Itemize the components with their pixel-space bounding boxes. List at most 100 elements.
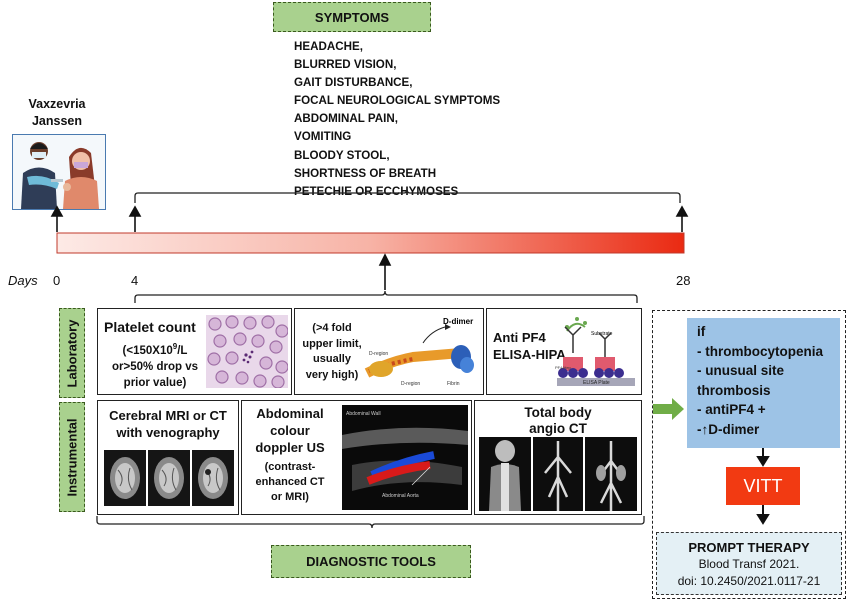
brain-mri-images	[104, 450, 234, 506]
doppler-subtitle: (contrast- enhanced CT or MRI)	[250, 460, 330, 505]
day-tick-0: 0	[53, 273, 61, 288]
therapy-ref-2: doi: 10.2450/2021.0117-21	[677, 574, 821, 588]
vitt-outcome-panel	[652, 310, 846, 599]
ddimer-line2: upper limit,	[302, 337, 362, 350]
instrumental-row-label: Instrumental	[59, 402, 85, 512]
flow-arrows	[756, 447, 770, 525]
mri-panel: Cerebral MRI or CT with venography	[97, 400, 239, 515]
symptom-item: FOCAL NEUROLOGICAL SYMPTOMS	[294, 94, 501, 108]
mri-line2: with venography	[116, 425, 220, 440]
laboratory-row-label: Laboratory	[59, 308, 85, 398]
ddimer-line1: (>4 fold	[312, 322, 352, 334]
platelet-line2: or>50% drop vs	[112, 360, 198, 373]
criteria-1: - thrombocytopenia	[697, 343, 824, 359]
platelet-criteria: (<150X109/L or>50% drop vs prior value)	[102, 339, 208, 391]
instrumental-text: Instrumental	[64, 417, 80, 497]
ultrasound-image: Abdominal Wall Abdominal Aorta	[342, 405, 468, 510]
doppler-line5: enhanced CT	[255, 476, 325, 488]
timeline-bar	[56, 232, 685, 254]
platelet-line3: prior value)	[123, 376, 187, 389]
therapy-box: PROMPT THERAPY Blood Transf 2021. doi: 1…	[656, 532, 842, 595]
doppler-line2: colour	[270, 423, 310, 438]
ddimer-line4: very high)	[305, 368, 359, 381]
laboratory-text: Laboratory	[64, 319, 80, 387]
ddimer-panel: (>4 fold upper limit, usually very high)…	[294, 308, 484, 395]
criteria-if: if	[697, 324, 706, 339]
green-arrow-icon	[653, 398, 684, 420]
elisa-substrate: Substrate	[591, 331, 613, 337]
angio-line1: Total body	[524, 405, 592, 420]
vitt-box: VITT	[726, 467, 800, 505]
platelet-smear-image	[206, 315, 288, 388]
doppler-line3: doppler US	[255, 440, 325, 455]
criteria-4-prefix: -	[697, 421, 702, 437]
diagnostic-tools-box: DIAGNOSTIC TOOLS	[271, 545, 471, 578]
criteria-4: -↑D-dimer	[697, 420, 840, 440]
ddimer-molecule-image: D-dimer D-region D-region Fibrin	[364, 317, 474, 387]
doppler-panel: Abdominal colour doppler US (contrast- e…	[241, 400, 472, 515]
vaccine-name-1: Vaxzevria	[28, 97, 86, 111]
diagnostics-bracket	[134, 290, 638, 303]
therapy-title: PROMPT THERAPY	[688, 540, 810, 555]
symptoms-header: SYMPTOMS	[273, 2, 431, 32]
symptom-item: GAIT DISTURBANCE,	[294, 76, 413, 90]
vaccine-label: Vaxzevria Janssen	[22, 96, 92, 130]
ddimer-region2: D-region	[401, 381, 420, 387]
us-bottom-label: Abdominal Aorta	[382, 493, 419, 499]
diagnostic-tools-text: DIAGNOSTIC TOOLS	[306, 554, 436, 569]
symptom-item: PETECHIE OR ECCHYMOSES	[294, 184, 459, 198]
symptom-item: BLURRED VISION,	[294, 58, 397, 72]
vaccine-name-2: Janssen	[31, 114, 83, 128]
ddimer-fibrin: Fibrin	[447, 381, 460, 387]
elisa-assay-image: Substrate ELISA Plate PF4/Hep	[555, 317, 635, 386]
symptom-item: ABDOMINAL PAIN,	[294, 112, 398, 126]
vaccination-icon	[13, 135, 105, 209]
symptom-item: HEADACHE,	[294, 40, 363, 53]
day-tick-4: 4	[131, 273, 139, 288]
platelet-line1-end: /L	[177, 344, 188, 357]
criteria-4-text: D-dimer	[708, 421, 760, 437]
angio-label: Total body angio CT	[475, 405, 641, 437]
symptoms-list: HEADACHE, BLURRED VISION, GAIT DISTURBAN…	[294, 38, 500, 201]
elisa-pf4: PF4/Hep	[555, 365, 572, 370]
angio-line2: angio CT	[529, 421, 587, 436]
symptom-item: SHORTNESS OF BREATH	[294, 166, 437, 180]
symptom-item: BLOODY STOOL,	[294, 148, 390, 162]
doppler-line4: (contrast-	[264, 461, 316, 473]
therapy-ref-1: Blood Transf 2021.	[698, 557, 800, 571]
doppler-line6: or MRI)	[271, 491, 309, 503]
vaccination-illustration	[12, 134, 106, 210]
pf4-line1: Anti PF4	[493, 330, 546, 345]
angio-panel: Total body angio CT	[474, 400, 642, 515]
criteria-2b: thrombosis	[697, 382, 771, 398]
timeline-arrows	[50, 205, 689, 290]
pf4-panel: Anti PF4 ELISA-HIPA Substrate ELISA Plat…	[486, 308, 642, 395]
platelet-title: Platelet count	[104, 319, 196, 335]
vitt-text: VITT	[743, 475, 783, 496]
platelet-line1: (<150X10	[122, 344, 173, 357]
pf4-criteria: Anti PF4 ELISA-HIPA	[493, 329, 566, 363]
symptom-item: VOMITING	[294, 130, 352, 144]
doppler-line1: Abdominal	[256, 406, 324, 421]
pf4-line2: ELISA-HIPA	[493, 347, 566, 362]
criteria-2: - unusual site	[697, 363, 785, 378]
ddimer-tag: D-dimer	[443, 317, 473, 326]
symptoms-header-text: SYMPTOMS	[314, 9, 390, 25]
tools-bracket	[96, 516, 645, 529]
mri-line1: Cerebral MRI or CT	[109, 408, 227, 423]
ddimer-line3: usually	[313, 353, 351, 365]
platelet-sup: 9	[172, 342, 178, 351]
vitt-criteria-box: if - thrombocytopenia - unusual site thr…	[687, 318, 840, 448]
days-label: Days	[8, 273, 38, 288]
up-arrow-icon: ↑	[701, 421, 709, 437]
elisa-plate: ELISA Plate	[583, 380, 610, 386]
doppler-title: Abdominal colour doppler US	[244, 405, 336, 456]
ddimer-criteria: (>4 fold upper limit, usually very high)	[299, 321, 365, 383]
criteria-3: - antiPF4 +	[697, 402, 766, 417]
platelet-panel: Platelet count (<150X109/L or>50% drop v…	[97, 308, 292, 395]
angio-ct-images	[479, 437, 637, 511]
day-tick-28: 28	[676, 273, 691, 288]
symptoms-bracket	[134, 188, 681, 203]
